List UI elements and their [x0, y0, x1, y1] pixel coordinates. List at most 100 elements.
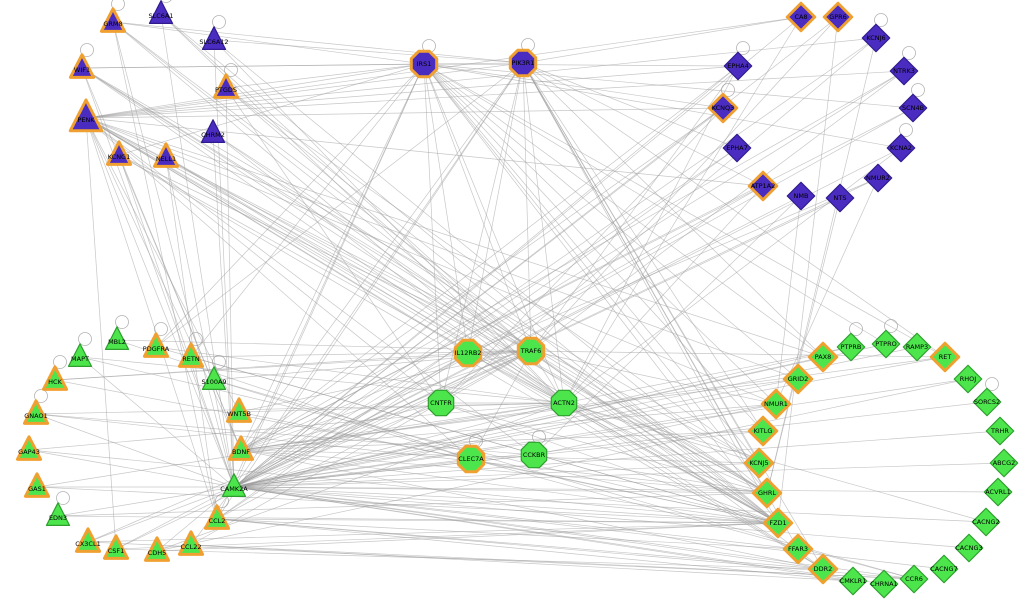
node-GPR6[interactable]	[822, 1, 854, 33]
self-loop-PTGDS	[224, 63, 238, 77]
node-S100A9[interactable]	[201, 366, 227, 390]
node-EPHA7[interactable]	[722, 133, 752, 163]
node-TRAF6[interactable]	[516, 336, 546, 366]
node-PTPRO[interactable]	[871, 329, 901, 359]
node-CHRNA1[interactable]	[869, 569, 899, 599]
node-CSF1[interactable]	[102, 534, 130, 560]
node-MBL2[interactable]	[104, 326, 130, 350]
edge-GAP43-FZD1	[28, 449, 779, 524]
node-PENK[interactable]	[68, 98, 104, 133]
node-DDR2[interactable]	[807, 553, 839, 585]
node-ACTN2[interactable]	[550, 389, 578, 417]
node-GAS1[interactable]	[23, 472, 51, 498]
node-CACNG2[interactable]	[971, 507, 1001, 537]
node-CLEC7A[interactable]	[456, 444, 486, 474]
node-ABCG2[interactable]	[989, 448, 1019, 478]
node-RET[interactable]	[929, 341, 961, 373]
edge-NELL1-CCL2	[165, 156, 218, 520]
node-NELL1[interactable]	[152, 142, 180, 168]
node-CCL2[interactable]	[203, 504, 231, 530]
node-CAMK2A[interactable]	[221, 473, 247, 497]
node-GAP43[interactable]	[15, 435, 43, 461]
node-CDH5[interactable]	[143, 536, 171, 562]
node-CX3CL1[interactable]	[74, 527, 102, 553]
edge-PENK-ATP1A2	[85, 117, 764, 187]
node-KCNG1[interactable]	[105, 140, 133, 166]
node-WNT5B[interactable]	[225, 397, 253, 423]
edge-CSF1-DDR2	[115, 548, 824, 570]
edge-CCL2-TRAF6	[216, 350, 532, 520]
node-EDN3[interactable]	[45, 502, 71, 526]
edge-SLC6A1-FZD1	[160, 13, 779, 524]
node-CCR6[interactable]	[899, 564, 929, 594]
node-FFAR3[interactable]	[782, 533, 814, 565]
edge-PTGDS-IRS1	[225, 63, 425, 89]
edge-PENK-GRID2	[85, 117, 799, 380]
node-TRHR[interactable]	[985, 416, 1015, 446]
node-FZD1[interactable]	[762, 507, 794, 539]
node-CA8[interactable]	[785, 1, 817, 33]
node-BDNF[interactable]	[227, 435, 255, 461]
edge-PENK-CNTFR	[85, 117, 442, 404]
node-ATP1A2[interactable]	[747, 170, 779, 202]
node-PTPRB[interactable]	[836, 332, 866, 362]
edge-PTGDS-KCNJ5	[225, 87, 760, 464]
node-SCN4B[interactable]	[898, 93, 928, 123]
edge-CHRM2-ACTN2	[212, 132, 565, 404]
node-NMB[interactable]	[786, 181, 816, 211]
node-ACVRL1[interactable]	[983, 477, 1013, 507]
node-EPHA4[interactable]	[723, 51, 753, 81]
node-CCKBR[interactable]	[520, 441, 548, 469]
node-KCNA2[interactable]	[886, 133, 916, 163]
node-IRS1[interactable]	[409, 49, 439, 79]
node-GRID2[interactable]	[782, 363, 814, 395]
self-loop-SLC6A1	[160, 0, 172, 3]
node-KCNJ6[interactable]	[861, 23, 891, 53]
node-RAMP3[interactable]	[902, 332, 932, 362]
node-NTRK3[interactable]	[889, 56, 919, 86]
edge-CCL2-DDR2	[216, 518, 824, 570]
node-HCK[interactable]	[41, 365, 69, 391]
node-WIF1[interactable]	[68, 53, 96, 79]
edge-PTGDS-CNTFR	[225, 87, 442, 404]
edge-SLC6A1-CAMK2A	[160, 13, 235, 488]
node-CNTFR[interactable]	[427, 389, 455, 417]
node-RHOJ[interactable]	[953, 364, 983, 394]
node-PIK3R1[interactable]	[508, 48, 538, 78]
edge-CX3CL1-CAMK2A	[87, 486, 235, 543]
node-GRM8[interactable]	[99, 7, 127, 33]
node-CACNG7[interactable]	[929, 554, 959, 584]
node-KCNQ3[interactable]	[707, 92, 739, 124]
node-KCNJ5[interactable]	[743, 447, 775, 479]
node-GHRL[interactable]	[751, 477, 783, 509]
node-PAX8[interactable]	[807, 341, 839, 373]
edge-EPHA4-BDNF	[240, 65, 739, 451]
edges-layer	[28, 13, 1005, 585]
edge-NMB-NMUR1	[775, 195, 802, 405]
edge-PIK3R1-ATP1A2	[522, 62, 764, 187]
edge-GRM8-PIK3R1	[112, 21, 524, 64]
node-MAPT[interactable]	[67, 343, 93, 367]
edge-PENK-PIK3R1	[85, 62, 524, 119]
node-NTS[interactable]	[825, 183, 855, 213]
node-KITLG[interactable]	[747, 415, 779, 447]
edge-KCNG1-CAMK2A	[118, 154, 235, 488]
node-PTGDS[interactable]	[212, 73, 240, 99]
node-CHRM2[interactable]	[200, 119, 226, 143]
node-SORCS2[interactable]	[972, 387, 1002, 417]
edge-GNAO1-CAMK2A	[35, 413, 235, 488]
node-CACNG3[interactable]	[954, 533, 984, 563]
node-CCL22[interactable]	[177, 530, 205, 556]
node-NMUR1[interactable]	[760, 388, 792, 420]
self-loop-S100A9	[212, 355, 226, 369]
node-CMKLR1[interactable]	[838, 566, 868, 596]
node-GNAO1[interactable]	[22, 399, 50, 425]
node-RETN[interactable]	[177, 342, 205, 368]
node-PDGFRA[interactable]	[142, 332, 170, 358]
edge-NELL1-CAMK2A	[165, 156, 235, 488]
node-IL12RB2[interactable]	[453, 338, 483, 368]
edge-HCK-IL12RB2	[54, 352, 469, 381]
node-SLC6A1[interactable]	[148, 0, 174, 24]
node-NMUR2[interactable]	[863, 163, 893, 193]
node-SLC6A12[interactable]	[201, 26, 227, 50]
